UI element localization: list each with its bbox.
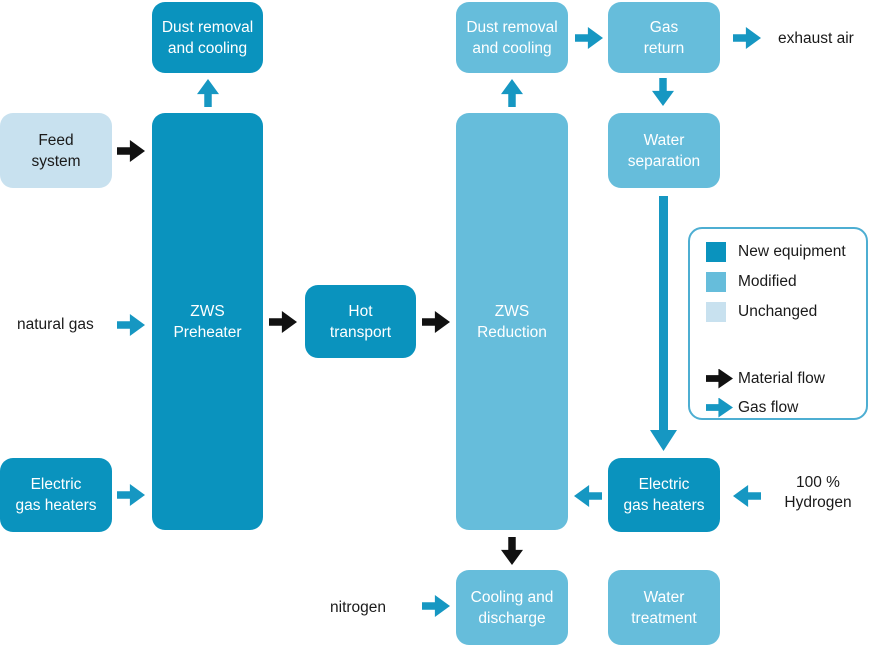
legend-item-modified: Modified [706,267,866,297]
gas-arrow-gasreturn-to-waterseparation [652,78,674,106]
legend-label: Material flow [738,369,825,387]
unchanged-swatch [706,302,726,322]
label-nitrogen: nitrogen [330,599,387,616]
box-feed-system: Feed system [0,113,112,188]
material-arrow-reduction-to-cooling [501,537,523,565]
label-exhaust-air: exhaust air [778,30,854,47]
legend: New equipment Modified Unchanged Materia… [688,227,868,420]
gas-arrow-heaters-to-reduction [574,485,602,507]
material-arrow-feed-to-preheater [117,140,145,162]
box-hot-transport: Hot transport [305,285,416,358]
box-electric-gas-heaters-left: Electric gas heaters [0,458,112,532]
material-arrow-preheater-to-hottransport [269,311,297,333]
gas-flow-arrow-icon [706,397,733,418]
gas-arrow-waterseparation-to-heaters-head [650,430,677,451]
box-gas-return: Gas return [608,2,720,73]
legend-item-gas-flow: Gas flow [706,393,866,422]
legend-label: Gas flow [738,398,799,416]
box-zws-reduction: ZWS Reduction [456,113,568,530]
new-equipment-swatch [706,242,726,262]
box-water-separation: Water separation [608,113,720,188]
label-hydrogen: 100 % Hydrogen [784,474,852,511]
gas-arrow-gasreturn-to-exhaust [733,27,761,49]
gas-arrow-reduction-to-dustremoval [501,79,523,107]
box-dust-removal-center: Dust removal and cooling [456,2,568,73]
legend-label: Modified [738,273,797,290]
legend-item-new-equipment: New equipment [706,237,866,267]
legend-item-material-flow: Material flow [706,364,866,393]
label-natural-gas: natural gas [17,316,94,333]
gas-arrow-heaters-to-preheater [117,484,145,506]
material-arrow-hottransport-to-reduction [422,311,450,333]
legend-label: Unchanged [738,303,818,320]
gas-arrow-naturalgas-to-preheater [117,314,145,336]
box-water-treatment: Water treatment [608,570,720,645]
legend-spacer [706,327,866,364]
legend-label: New equipment [738,243,846,260]
box-electric-gas-heaters-right: Electric gas heaters [608,458,720,532]
material-flow-arrow-icon [706,368,733,389]
legend-item-unchanged: Unchanged [706,297,866,327]
gas-arrow-nitrogen-to-cooling [422,595,450,617]
gas-arrow-hydrogen-to-heaters [733,485,761,507]
gas-arrow-dustremoval-to-gasreturn [575,27,603,49]
gas-arrow-preheater-to-dustremoval [197,79,219,107]
box-cooling-discharge: Cooling and discharge [456,570,568,645]
modified-swatch [706,272,726,292]
box-zws-preheater: ZWS Preheater [152,113,263,530]
box-dust-removal-left: Dust removal and cooling [152,2,263,73]
gas-arrow-waterseparation-to-heaters-shaft [659,196,668,432]
